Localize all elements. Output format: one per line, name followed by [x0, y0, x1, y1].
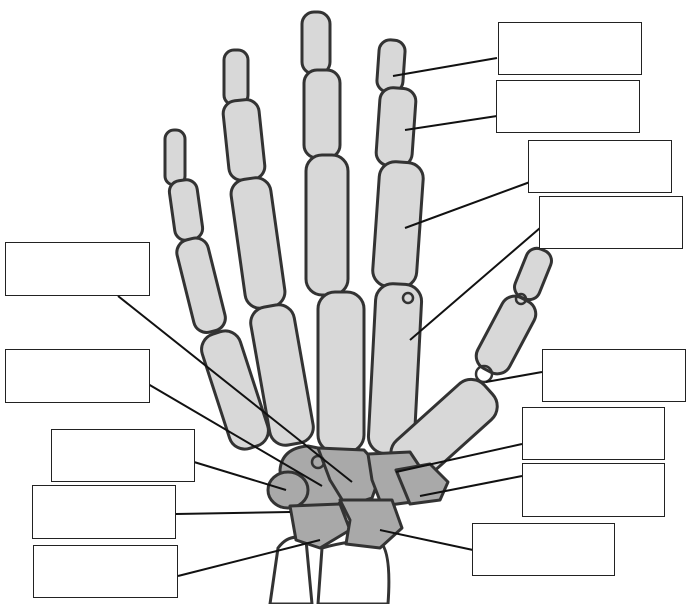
label-box-hamate[interactable]: [5, 349, 150, 403]
middle-finger-bones: [302, 12, 364, 452]
label-box-middle-phalanx[interactable]: [496, 80, 640, 133]
label-box-pisiform[interactable]: [51, 429, 195, 482]
label-box-trapezium[interactable]: [522, 463, 665, 517]
label-box-trapezoid[interactable]: [522, 407, 665, 460]
label-box-scaphoid[interactable]: [472, 523, 615, 576]
label-box-triquetrum[interactable]: [32, 485, 176, 539]
label-box-distal-phalanx[interactable]: [498, 22, 642, 75]
index-finger-bones: [368, 39, 425, 455]
label-box-metacarpal[interactable]: [539, 196, 683, 249]
label-box-sesamoid[interactable]: [542, 349, 686, 402]
label-box-proximal-phalanx[interactable]: [528, 140, 672, 193]
label-box-lunate[interactable]: [33, 545, 178, 598]
label-box-capitate[interactable]: [5, 242, 150, 296]
